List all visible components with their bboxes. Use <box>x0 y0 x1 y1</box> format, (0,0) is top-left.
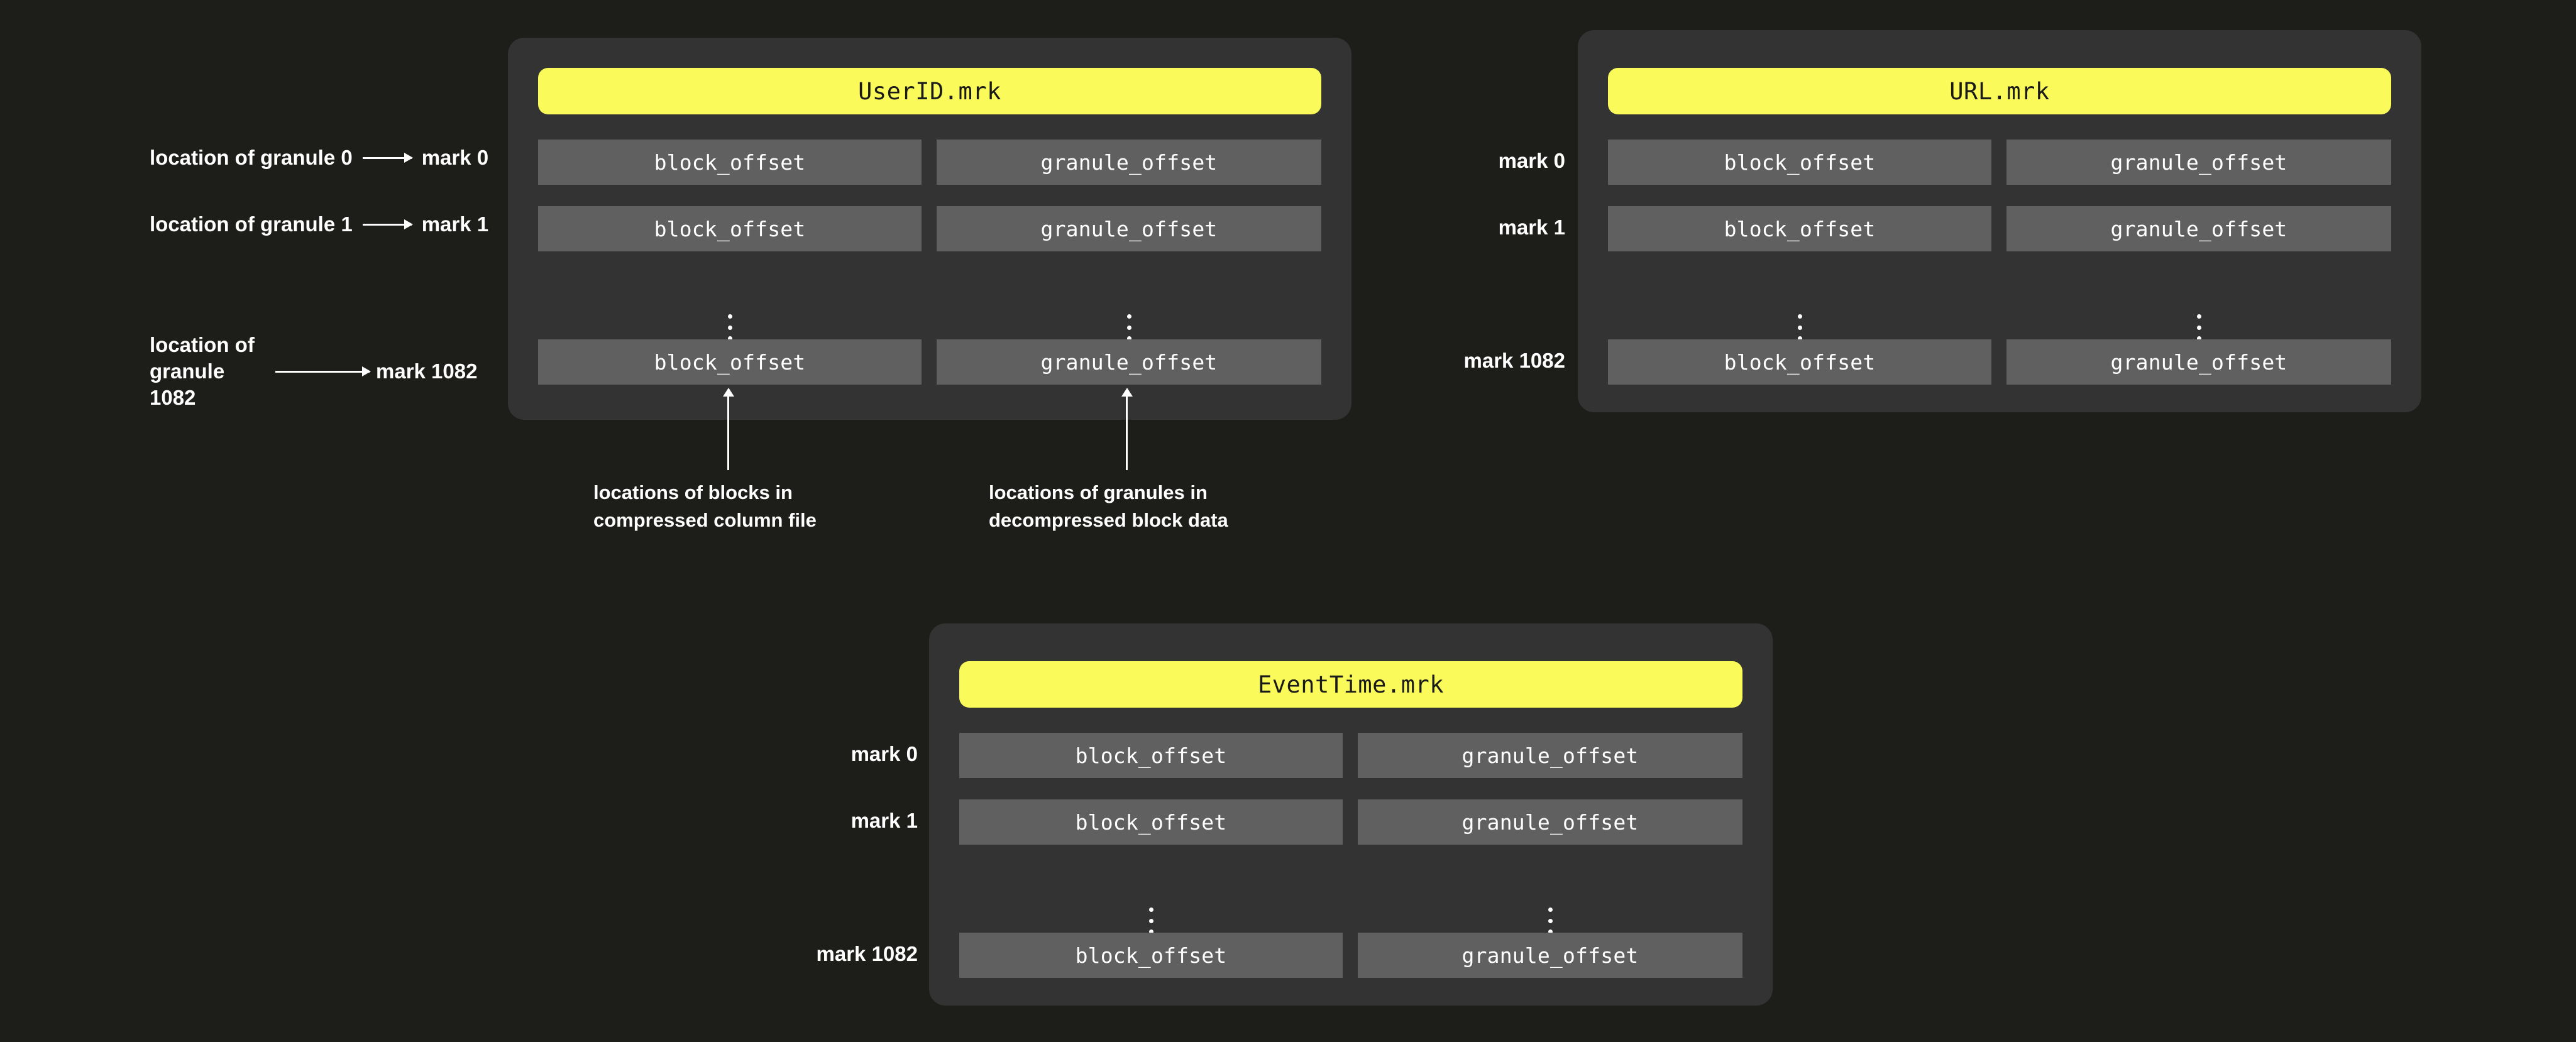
cell-block-offset-userid-1: block_offset <box>538 206 922 251</box>
ellipsis-granule-offset-eventtime <box>1544 908 1556 934</box>
cell-granule-offset-url-0: granule_offset <box>2006 140 2391 185</box>
mapping-arrow-icon-2 <box>275 370 370 373</box>
cell-block-offset-url-1: block_offset <box>1608 206 1991 251</box>
cell-granule-offset-eventtime-2: granule_offset <box>1358 933 1742 978</box>
cell-block-offset-userid-0: block_offset <box>538 140 922 185</box>
mark-label-url-0: mark 0 <box>1498 149 1565 172</box>
mark-label-url-1: mark 1 <box>1498 216 1565 239</box>
mark-file-title-userid: UserID.mrk <box>538 68 1321 114</box>
mapping-arrow-icon-0 <box>362 156 412 159</box>
cell-block-offset-eventtime-0: block_offset <box>959 733 1343 778</box>
cell-block-offset-url-2: block_offset <box>1608 339 1991 385</box>
granule-source-label-1: location of granule 1 <box>150 212 353 236</box>
cell-granule-offset-userid-2: granule_offset <box>937 339 1321 385</box>
block-offset-callout-text: locations of blocks in compressed column… <box>593 481 817 532</box>
mark-file-card-eventtime: EventTime.mrk block_offset granule_offse… <box>929 623 1773 1006</box>
ellipsis-block-offset-url <box>1794 314 1805 341</box>
mark-label-url-2: mark 1082 <box>1463 349 1565 372</box>
granule-offset-callout-text: locations of granules in decompressed bl… <box>989 481 1228 532</box>
cell-block-offset-url-0: block_offset <box>1608 140 1991 185</box>
granule-mapping-row-1: location of granule 1 mark 1 <box>150 212 488 236</box>
block-offset-callout-arrow-icon <box>727 395 729 470</box>
cell-block-offset-userid-2: block_offset <box>538 339 922 385</box>
cell-granule-offset-userid-0: granule_offset <box>937 140 1321 185</box>
mark-label-eventtime-0: mark 0 <box>850 742 918 765</box>
granule-mapping-row-0: location of granule 0 mark 0 <box>150 146 488 170</box>
ellipsis-block-offset-eventtime <box>1145 908 1157 934</box>
ellipsis-granule-offset-userid <box>1123 314 1135 341</box>
mark-label-eventtime-1: mark 1 <box>850 809 918 832</box>
granule-target-label-0: mark 0 <box>421 146 489 169</box>
granule-source-label-2: location of granule 1082 <box>150 333 255 410</box>
mark-file-title-url: URL.mrk <box>1608 68 2391 114</box>
mark-file-card-userid: UserID.mrk block_offset granule_offset b… <box>508 38 1351 420</box>
cell-block-offset-eventtime-1: block_offset <box>959 799 1343 845</box>
cell-granule-offset-eventtime-0: granule_offset <box>1358 733 1742 778</box>
mark-file-card-url: URL.mrk block_offset granule_offset bloc… <box>1578 30 2421 412</box>
granule-offset-callout-arrow-icon <box>1126 395 1128 470</box>
cell-granule-offset-url-1: granule_offset <box>2006 206 2391 251</box>
ellipsis-granule-offset-url <box>2193 314 2204 341</box>
ellipsis-block-offset-userid <box>724 314 735 341</box>
granule-source-label-0: location of granule 0 <box>150 146 353 169</box>
cell-granule-offset-url-2: granule_offset <box>2006 339 2391 385</box>
cell-granule-offset-eventtime-1: granule_offset <box>1358 799 1742 845</box>
mark-label-eventtime-2: mark 1082 <box>816 942 918 965</box>
granule-mapping-row-2: location of granule 1082 mark 1082 <box>150 332 477 412</box>
mark-file-title-eventtime: EventTime.mrk <box>959 661 1742 708</box>
mapping-arrow-icon-1 <box>362 223 412 226</box>
cell-block-offset-eventtime-2: block_offset <box>959 933 1343 978</box>
granule-target-label-1: mark 1 <box>421 212 489 236</box>
cell-granule-offset-userid-1: granule_offset <box>937 206 1321 251</box>
granule-target-label-2: mark 1082 <box>376 359 478 383</box>
